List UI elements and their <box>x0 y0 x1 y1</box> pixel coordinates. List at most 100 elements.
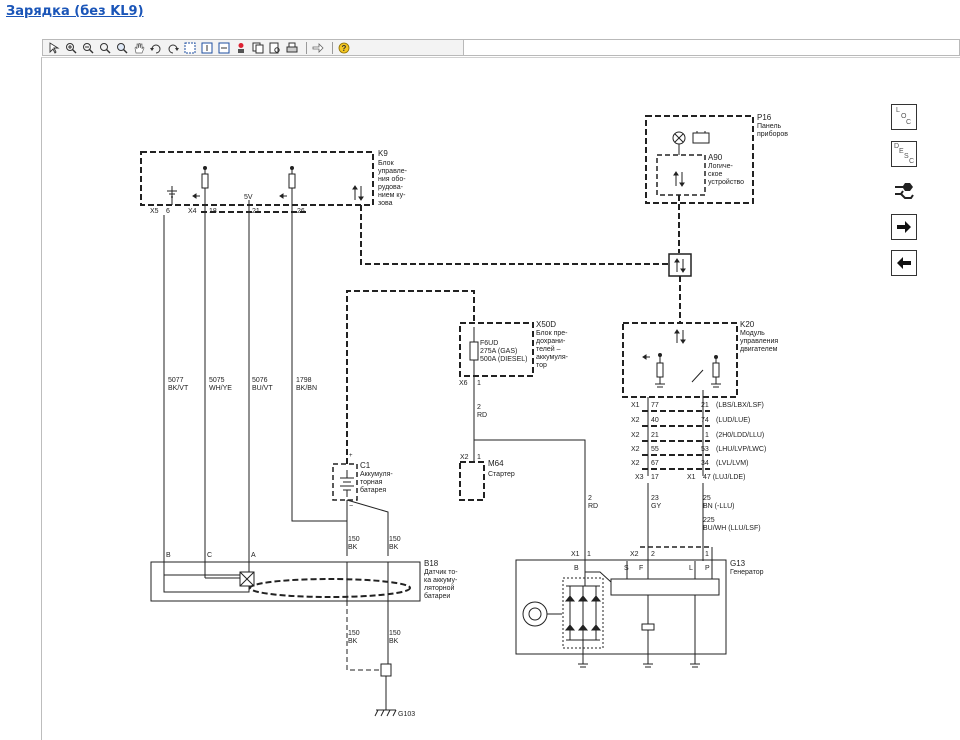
print-preview-icon[interactable] <box>268 41 282 55</box>
wire-2rd-bottom-num: 2 <box>588 495 592 502</box>
zoom-in-icon[interactable] <box>64 41 78 55</box>
highlight-icon[interactable] <box>234 41 248 55</box>
k9-databus <box>360 205 668 265</box>
fit-width-icon[interactable] <box>217 41 231 55</box>
wire-1798-num: 1798 <box>296 377 312 384</box>
diagram-toolbar: ? <box>42 39 960 56</box>
g13-conn-x2: X2 <box>630 551 639 558</box>
c1-battery-box <box>332 463 358 501</box>
k20-row-3-variant: (LHU/LVP/LWC) <box>716 446 766 453</box>
k9-module-box <box>140 151 374 206</box>
c1-desc-2: батарея <box>360 486 386 494</box>
c1-minus: − <box>349 503 353 510</box>
k20-row-0-conn: X1 <box>631 402 640 409</box>
g13-terminal-f: F <box>639 565 643 572</box>
print-icon[interactable] <box>285 41 299 55</box>
x50d-pin: 1 <box>477 380 481 387</box>
wire-2rd-bottom-color: RD <box>588 503 598 510</box>
k9-5v-label: 5V <box>244 194 253 201</box>
a90-logic-box <box>656 154 706 196</box>
k9-pin-21: 21 <box>252 208 260 215</box>
wire-25-color: BN (-LLU) <box>703 503 735 510</box>
wire-150d-num: 150 <box>389 630 401 637</box>
help-icon[interactable]: ? <box>337 41 351 55</box>
rotate-left-icon[interactable] <box>149 41 163 55</box>
wire-150a-color: BK <box>348 544 358 551</box>
k9-desc-0: Блок <box>378 160 395 167</box>
zoom-out-icon[interactable] <box>81 41 95 55</box>
description-view-button[interactable]: D E S C <box>891 141 917 167</box>
connector-view-button[interactable] <box>891 176 917 202</box>
previous-page-button[interactable] <box>891 250 917 276</box>
toolbar-divider <box>332 41 333 54</box>
g13-terminal-b: B <box>574 565 579 572</box>
k20-row-2-pinr: 1 <box>705 432 709 439</box>
fit-page-icon[interactable] <box>183 41 197 55</box>
connector-tools-icon <box>895 183 914 199</box>
zoom-area-icon[interactable] <box>115 41 129 55</box>
b18-pin-b: B <box>166 552 171 559</box>
k20-desc-1: управления <box>740 338 778 345</box>
page-title[interactable]: Зарядка (без KL9) <box>6 4 144 19</box>
x50d-conn: X6 <box>459 380 468 387</box>
p16-desc-1: приборов <box>757 130 788 138</box>
hand-icon[interactable] <box>132 41 146 55</box>
k9-conn-x5: X5 <box>150 208 159 215</box>
magnifier-icon[interactable] <box>98 41 112 55</box>
arrow-select-icon[interactable] <box>47 41 61 55</box>
k9-desc-5: зова <box>378 200 393 207</box>
k9-desc-3: рудова- <box>378 184 404 191</box>
fuse-rating-gas: 275A (GAS) <box>480 348 517 355</box>
battery-symbol-icon <box>692 132 710 144</box>
a90-id: A90 <box>708 153 723 162</box>
g13-terminal-s: S <box>624 565 629 572</box>
wire-23-num: 23 <box>651 495 659 502</box>
wire-5076-color: BU/VT <box>252 385 273 392</box>
k20-row-1-conn: X2 <box>631 417 640 424</box>
k20-ecm-box <box>622 322 738 398</box>
k20-row-0-pinr: 21 <box>701 402 709 409</box>
fuse-rating-diesel: 500A (DIESEL) <box>480 356 527 363</box>
wire-1798-color: BK/BN <box>296 385 317 392</box>
wire-1798 <box>291 214 348 522</box>
k9-desc-4: нием ку- <box>378 192 406 199</box>
x50d-desc-2: телей – <box>536 345 561 353</box>
g13-stator-icon <box>522 601 548 627</box>
toolbar-text-field[interactable] <box>463 40 959 55</box>
rotate-right-icon[interactable] <box>166 41 180 55</box>
k20-row-3-pinr: 53 <box>701 446 709 453</box>
k20-desc-2: двигателем <box>740 346 778 353</box>
g13-conn-x1: X1 <box>571 551 580 558</box>
x50d-desc-3: аккумуля- <box>536 354 569 361</box>
g13-pin-1b: 1 <box>705 551 709 558</box>
copy-icon[interactable] <box>251 41 265 55</box>
wire-150c-num: 150 <box>348 630 360 637</box>
wire-150b-color: BK <box>389 544 399 551</box>
wire-5076-num: 5076 <box>252 377 268 384</box>
k20-row-0-variant: (LBS/LBX/LSF) <box>716 402 764 409</box>
battery-plus-cable <box>346 290 475 464</box>
k20-id: K20 <box>740 320 755 329</box>
m64-conn: X2 <box>460 454 469 461</box>
wire-150a-num: 150 <box>348 536 360 543</box>
a90-desc-2: устройство <box>708 178 744 186</box>
k20-desc-0: Модуль <box>740 330 765 337</box>
c1-desc-1: торная <box>360 479 383 486</box>
k9-desc-1: управле- <box>378 168 408 175</box>
forward-arrow-icon[interactable] <box>311 41 325 55</box>
wire-225-num: 225 <box>703 517 715 524</box>
b18-sensor-box <box>150 561 421 602</box>
loc-icon: L O C <box>896 107 912 126</box>
desc-icon: D E S C <box>894 143 915 165</box>
location-view-button[interactable]: L O C <box>891 104 917 130</box>
k20-row-1-variant: (LUD/LUE) <box>716 417 750 424</box>
g13-pin-2: 2 <box>651 551 655 558</box>
wire-5077-color: BK/VT <box>168 385 189 392</box>
k20-row-2-pinl: 21 <box>651 432 659 439</box>
wire-2rd-top-num: 2 <box>477 404 481 411</box>
next-page-button[interactable] <box>891 214 917 240</box>
fit-height-icon[interactable] <box>200 41 214 55</box>
b18-current-loop <box>249 578 411 598</box>
g13-regulator <box>610 578 720 596</box>
